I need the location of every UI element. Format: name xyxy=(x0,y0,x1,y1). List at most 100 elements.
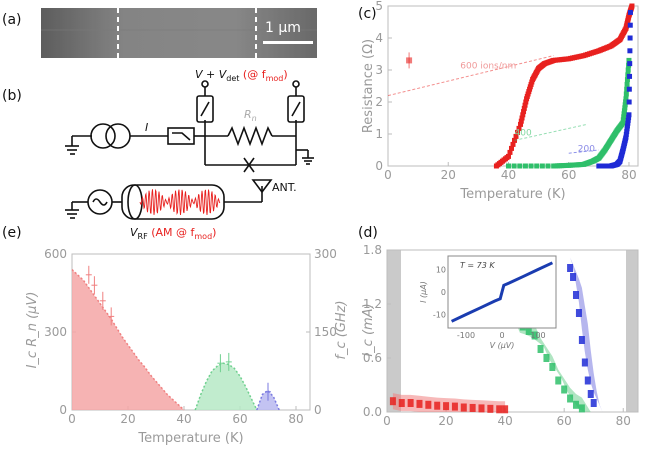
data-point-blue xyxy=(575,309,582,317)
data-point-red xyxy=(416,399,423,408)
data-point-green xyxy=(626,57,632,63)
data-point-blue xyxy=(625,120,631,126)
panel-c-letter: (c) xyxy=(358,6,377,22)
data-point-red xyxy=(515,129,521,135)
inset-x-label: V (μV) xyxy=(490,341,515,350)
fit-line-red xyxy=(387,55,554,97)
data-point-green xyxy=(620,117,626,123)
curve-red xyxy=(71,269,185,411)
data-point-red xyxy=(478,404,485,413)
annotation-200: 200 xyxy=(578,145,595,155)
inset-y-tick: 0 xyxy=(441,288,446,297)
data-point-green xyxy=(624,86,630,92)
data-point-blue xyxy=(587,390,594,398)
vrf-label: VRF (AM @ fmod) xyxy=(130,226,216,241)
x-tick-label: 20 xyxy=(438,414,453,428)
data-point-red xyxy=(443,402,450,411)
panel-b-letter: (b) xyxy=(2,88,22,104)
inset-x-tick: -100 xyxy=(457,331,475,340)
data-point-blue xyxy=(626,99,632,105)
panel-e-letter: (e) xyxy=(2,225,22,241)
data-point-green xyxy=(505,163,511,169)
x-tick-label: 40 xyxy=(501,168,516,182)
area-green xyxy=(195,363,257,410)
data-point-green xyxy=(623,91,629,97)
inset-y-label: I (μA) xyxy=(419,281,428,303)
data-point-green xyxy=(621,114,627,120)
data-point-blue xyxy=(578,336,585,344)
micrograph: 1 μm xyxy=(41,8,317,58)
data-point-green xyxy=(624,81,630,87)
data-point-red xyxy=(507,149,513,155)
data-point-red xyxy=(516,125,522,131)
data-point-green xyxy=(621,108,627,114)
data-point-blue xyxy=(572,291,579,299)
inset-x-tick: 100 xyxy=(530,331,545,340)
data-point-red xyxy=(519,115,525,121)
data-point-green xyxy=(620,120,626,126)
scalebar xyxy=(263,41,313,44)
data-point-green xyxy=(572,400,579,409)
data-point-green xyxy=(543,354,550,362)
current-label: I xyxy=(145,121,148,134)
data-point-red xyxy=(425,400,432,409)
fit-line-blue xyxy=(568,149,599,154)
x-tick-label: 20 xyxy=(120,412,135,426)
annotation-600: 600 ions/nm xyxy=(460,61,516,71)
data-point-red xyxy=(407,399,414,407)
data-point-green xyxy=(517,163,523,169)
data-point-blue xyxy=(626,86,632,92)
x-axis-label: Temperature (K) xyxy=(459,187,565,202)
data-point-green xyxy=(622,105,628,111)
data-point-blue xyxy=(627,61,633,67)
inset-x-tick: 0 xyxy=(499,331,504,340)
y-tick-label: 300 xyxy=(44,325,67,339)
y-tick-label: 4 xyxy=(375,31,383,45)
data-point-blue xyxy=(626,115,632,121)
data-point-blue xyxy=(627,35,633,41)
data-point-blue xyxy=(584,376,591,385)
data-point-green xyxy=(622,102,628,108)
y-tick-label: 5 xyxy=(375,0,383,13)
scalebar-label: 1 μm xyxy=(265,20,301,36)
data-point-red xyxy=(434,401,441,410)
resistor-label: Rn xyxy=(244,108,257,123)
data-point-green xyxy=(567,394,574,403)
y-tick-label: 3 xyxy=(375,63,383,77)
am-waveform xyxy=(139,188,221,216)
data-point-red xyxy=(508,145,514,151)
gray-band-left xyxy=(387,250,401,412)
y-axis-label-right: f_c (GHz) xyxy=(334,300,349,359)
data-point-green xyxy=(624,77,630,83)
fit-line-green xyxy=(514,123,587,141)
data-point-red xyxy=(510,141,516,147)
y-tick-label: 0.0 xyxy=(363,405,382,419)
data-point-blue xyxy=(627,73,633,79)
y-tick-label: 0 xyxy=(59,403,67,417)
data-point-blue xyxy=(624,123,630,129)
antenna-label: ANT. xyxy=(272,181,297,194)
data-point-blue xyxy=(624,126,630,132)
y-axis-label: I_c (mA) xyxy=(361,303,376,356)
data-point-red xyxy=(522,102,528,108)
data-point-blue xyxy=(626,112,632,118)
data-point-green xyxy=(531,331,538,340)
y-tick-label: 1.8 xyxy=(363,243,382,257)
y-axis-label: Resistance (Ω) xyxy=(361,39,376,133)
data-point-blue xyxy=(627,22,633,28)
data-point-red xyxy=(521,109,527,115)
y-tick-label: 1.2 xyxy=(363,297,382,311)
iv-curve xyxy=(450,261,554,323)
data-point-green xyxy=(623,96,629,102)
data-point-blue xyxy=(567,264,574,272)
data-point-green xyxy=(578,404,585,413)
data-point-red xyxy=(505,153,511,159)
data-point-blue xyxy=(590,399,597,407)
gray-band-right xyxy=(626,250,638,412)
data-point-red xyxy=(496,405,503,414)
data-point-green xyxy=(534,163,540,169)
data-point-green xyxy=(528,163,534,169)
data-point-red xyxy=(518,121,524,127)
data-point-blue xyxy=(623,131,629,137)
